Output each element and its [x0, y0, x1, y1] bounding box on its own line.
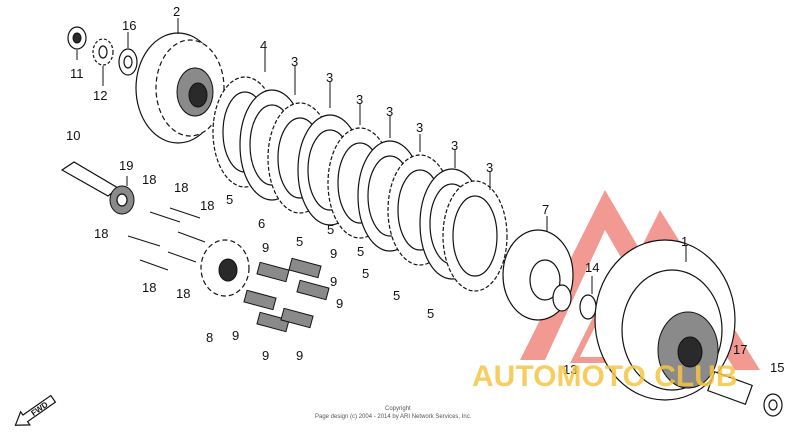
callout-6: 6 [258, 216, 265, 231]
callout-9-g: 9 [330, 246, 337, 261]
callout-5-e: 5 [362, 266, 369, 281]
callout-10: 10 [66, 128, 80, 143]
callout-3-c: 3 [356, 92, 363, 107]
leader-lines [76, 18, 687, 294]
callout-5-a: 5 [226, 192, 233, 207]
callout-18-f: 18 [176, 286, 190, 301]
callout-12: 12 [93, 88, 107, 103]
springs-9 [243, 257, 330, 333]
callout-9-d: 9 [232, 328, 239, 343]
watermark-text: AUTOMOTO CLUB [472, 360, 738, 393]
callout-18-c: 18 [200, 198, 214, 213]
copyright-line-2: Page design (c) 2004 - 2014 by ARI Netwo… [315, 414, 472, 420]
callout-9-a: 9 [262, 240, 269, 255]
callout-3-g: 3 [486, 160, 493, 175]
callout-9-f: 9 [296, 348, 303, 363]
callout-5-f: 5 [393, 288, 400, 303]
ring-13 [552, 284, 572, 312]
callout-18-e: 18 [142, 280, 156, 295]
callout-labels: 2 16 11 12 4 3 3 3 3 3 3 3 10 19 5 6 5 5… [66, 4, 784, 377]
washer-16 [118, 48, 138, 76]
lifter-plate-8 [200, 239, 250, 297]
callout-18-b: 18 [174, 180, 188, 195]
callout-3-a: 3 [291, 54, 298, 69]
callout-1: 1 [681, 234, 688, 249]
callout-14: 14 [585, 260, 599, 275]
callout-5-d: 5 [357, 244, 364, 259]
callout-16: 16 [122, 18, 136, 33]
callout-9-b: 9 [330, 274, 337, 289]
callout-2: 2 [173, 4, 180, 19]
callout-9-c: 9 [336, 296, 343, 311]
clutch-plate-stack [212, 76, 508, 292]
callout-15: 15 [770, 360, 784, 375]
clutch-center-2 [135, 32, 225, 144]
ring-14 [579, 294, 597, 320]
clutch-outer-1 [594, 239, 736, 401]
callout-5-g: 5 [427, 306, 434, 321]
washer-15 [763, 393, 783, 417]
callout-18-d: 18 [94, 226, 108, 241]
callout-3-d: 3 [386, 104, 393, 119]
callout-9-e: 9 [262, 348, 269, 363]
callout-3-e: 3 [416, 120, 423, 135]
callout-7: 7 [542, 202, 549, 217]
bolts-18 [127, 207, 206, 271]
callout-18-a: 18 [142, 172, 156, 187]
forward-direction-indicator: FWD [14, 394, 57, 426]
nut-11 [67, 26, 87, 50]
rod-10 [60, 161, 120, 197]
bearing-19 [109, 185, 135, 215]
callout-17: 17 [733, 342, 747, 357]
callout-19: 19 [119, 158, 133, 173]
shaft-17 [707, 370, 753, 406]
callout-3-f: 3 [451, 138, 458, 153]
callout-8: 8 [206, 330, 213, 345]
callout-3-b: 3 [326, 70, 333, 85]
callout-4: 4 [260, 38, 267, 53]
callout-11: 11 [70, 66, 84, 81]
callout-5-c: 5 [327, 222, 334, 237]
copyright-line-1: Copyright [385, 406, 411, 412]
callout-13: 13 [563, 362, 577, 377]
callout-5-b: 5 [296, 234, 303, 249]
lock-washer-12 [92, 38, 114, 66]
